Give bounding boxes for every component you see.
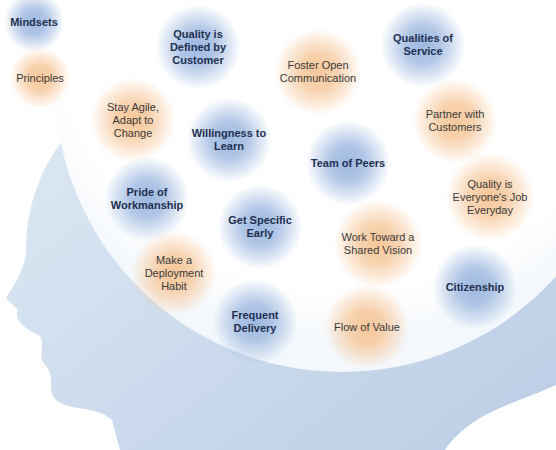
circle-label: Frequent Delivery bbox=[220, 309, 290, 335]
legend-item: Mindsets bbox=[4, 0, 64, 52]
principle-circle: Flow of Value bbox=[325, 285, 409, 369]
circle-label: Pride of Workmanship bbox=[105, 186, 189, 212]
brain-area bbox=[55, 0, 556, 372]
circle-label: Stay Agile, Adapt to Change bbox=[94, 101, 172, 140]
mindset-circle: Qualities of Service bbox=[381, 3, 465, 87]
circle-label: Make a Deployment Habit bbox=[134, 254, 214, 293]
circle-label: Partner with Customers bbox=[413, 108, 497, 134]
mindset-circle: Willingness to Learn bbox=[187, 98, 271, 182]
legend-label: Principles bbox=[16, 72, 64, 85]
circle-label: Quality is Defined by Customer bbox=[158, 28, 238, 67]
circle-label: Willingness to Learn bbox=[187, 127, 271, 153]
principle-circle: Quality is Everyone's Job Everyday bbox=[446, 153, 534, 241]
legend-label: Mindsets bbox=[10, 16, 58, 29]
principle-circle: Stay Agile, Adapt to Change bbox=[91, 78, 175, 162]
mindset-circle: Frequent Delivery bbox=[213, 280, 297, 364]
mindset-circle: Pride of Workmanship bbox=[105, 157, 189, 241]
circle-label: Flow of Value bbox=[325, 321, 409, 334]
circle-label: Team of Peers bbox=[306, 157, 390, 170]
circle-label: Qualities of Service bbox=[383, 32, 463, 58]
principle-circle: Partner with Customers bbox=[413, 79, 497, 163]
mindset-circle: Get Specific Early bbox=[218, 185, 302, 269]
principle-circle: Work Toward a Shared Vision bbox=[334, 200, 422, 288]
mindset-circle: Citizenship bbox=[433, 245, 517, 329]
circle-label: Get Specific Early bbox=[218, 214, 302, 240]
mindset-circle: Quality is Defined by Customer bbox=[156, 5, 240, 89]
legend-item: Principles bbox=[10, 48, 70, 108]
principle-circle: Make a Deployment Habit bbox=[132, 231, 216, 315]
principle-circle: Foster Open Communication bbox=[275, 29, 361, 115]
circle-label: Citizenship bbox=[433, 281, 517, 294]
circle-label: Quality is Everyone's Job Everyday bbox=[446, 178, 534, 217]
circle-label: Work Toward a Shared Vision bbox=[334, 231, 422, 257]
mindset-circle: Team of Peers bbox=[306, 121, 390, 205]
circle-label: Foster Open Communication bbox=[275, 59, 361, 85]
